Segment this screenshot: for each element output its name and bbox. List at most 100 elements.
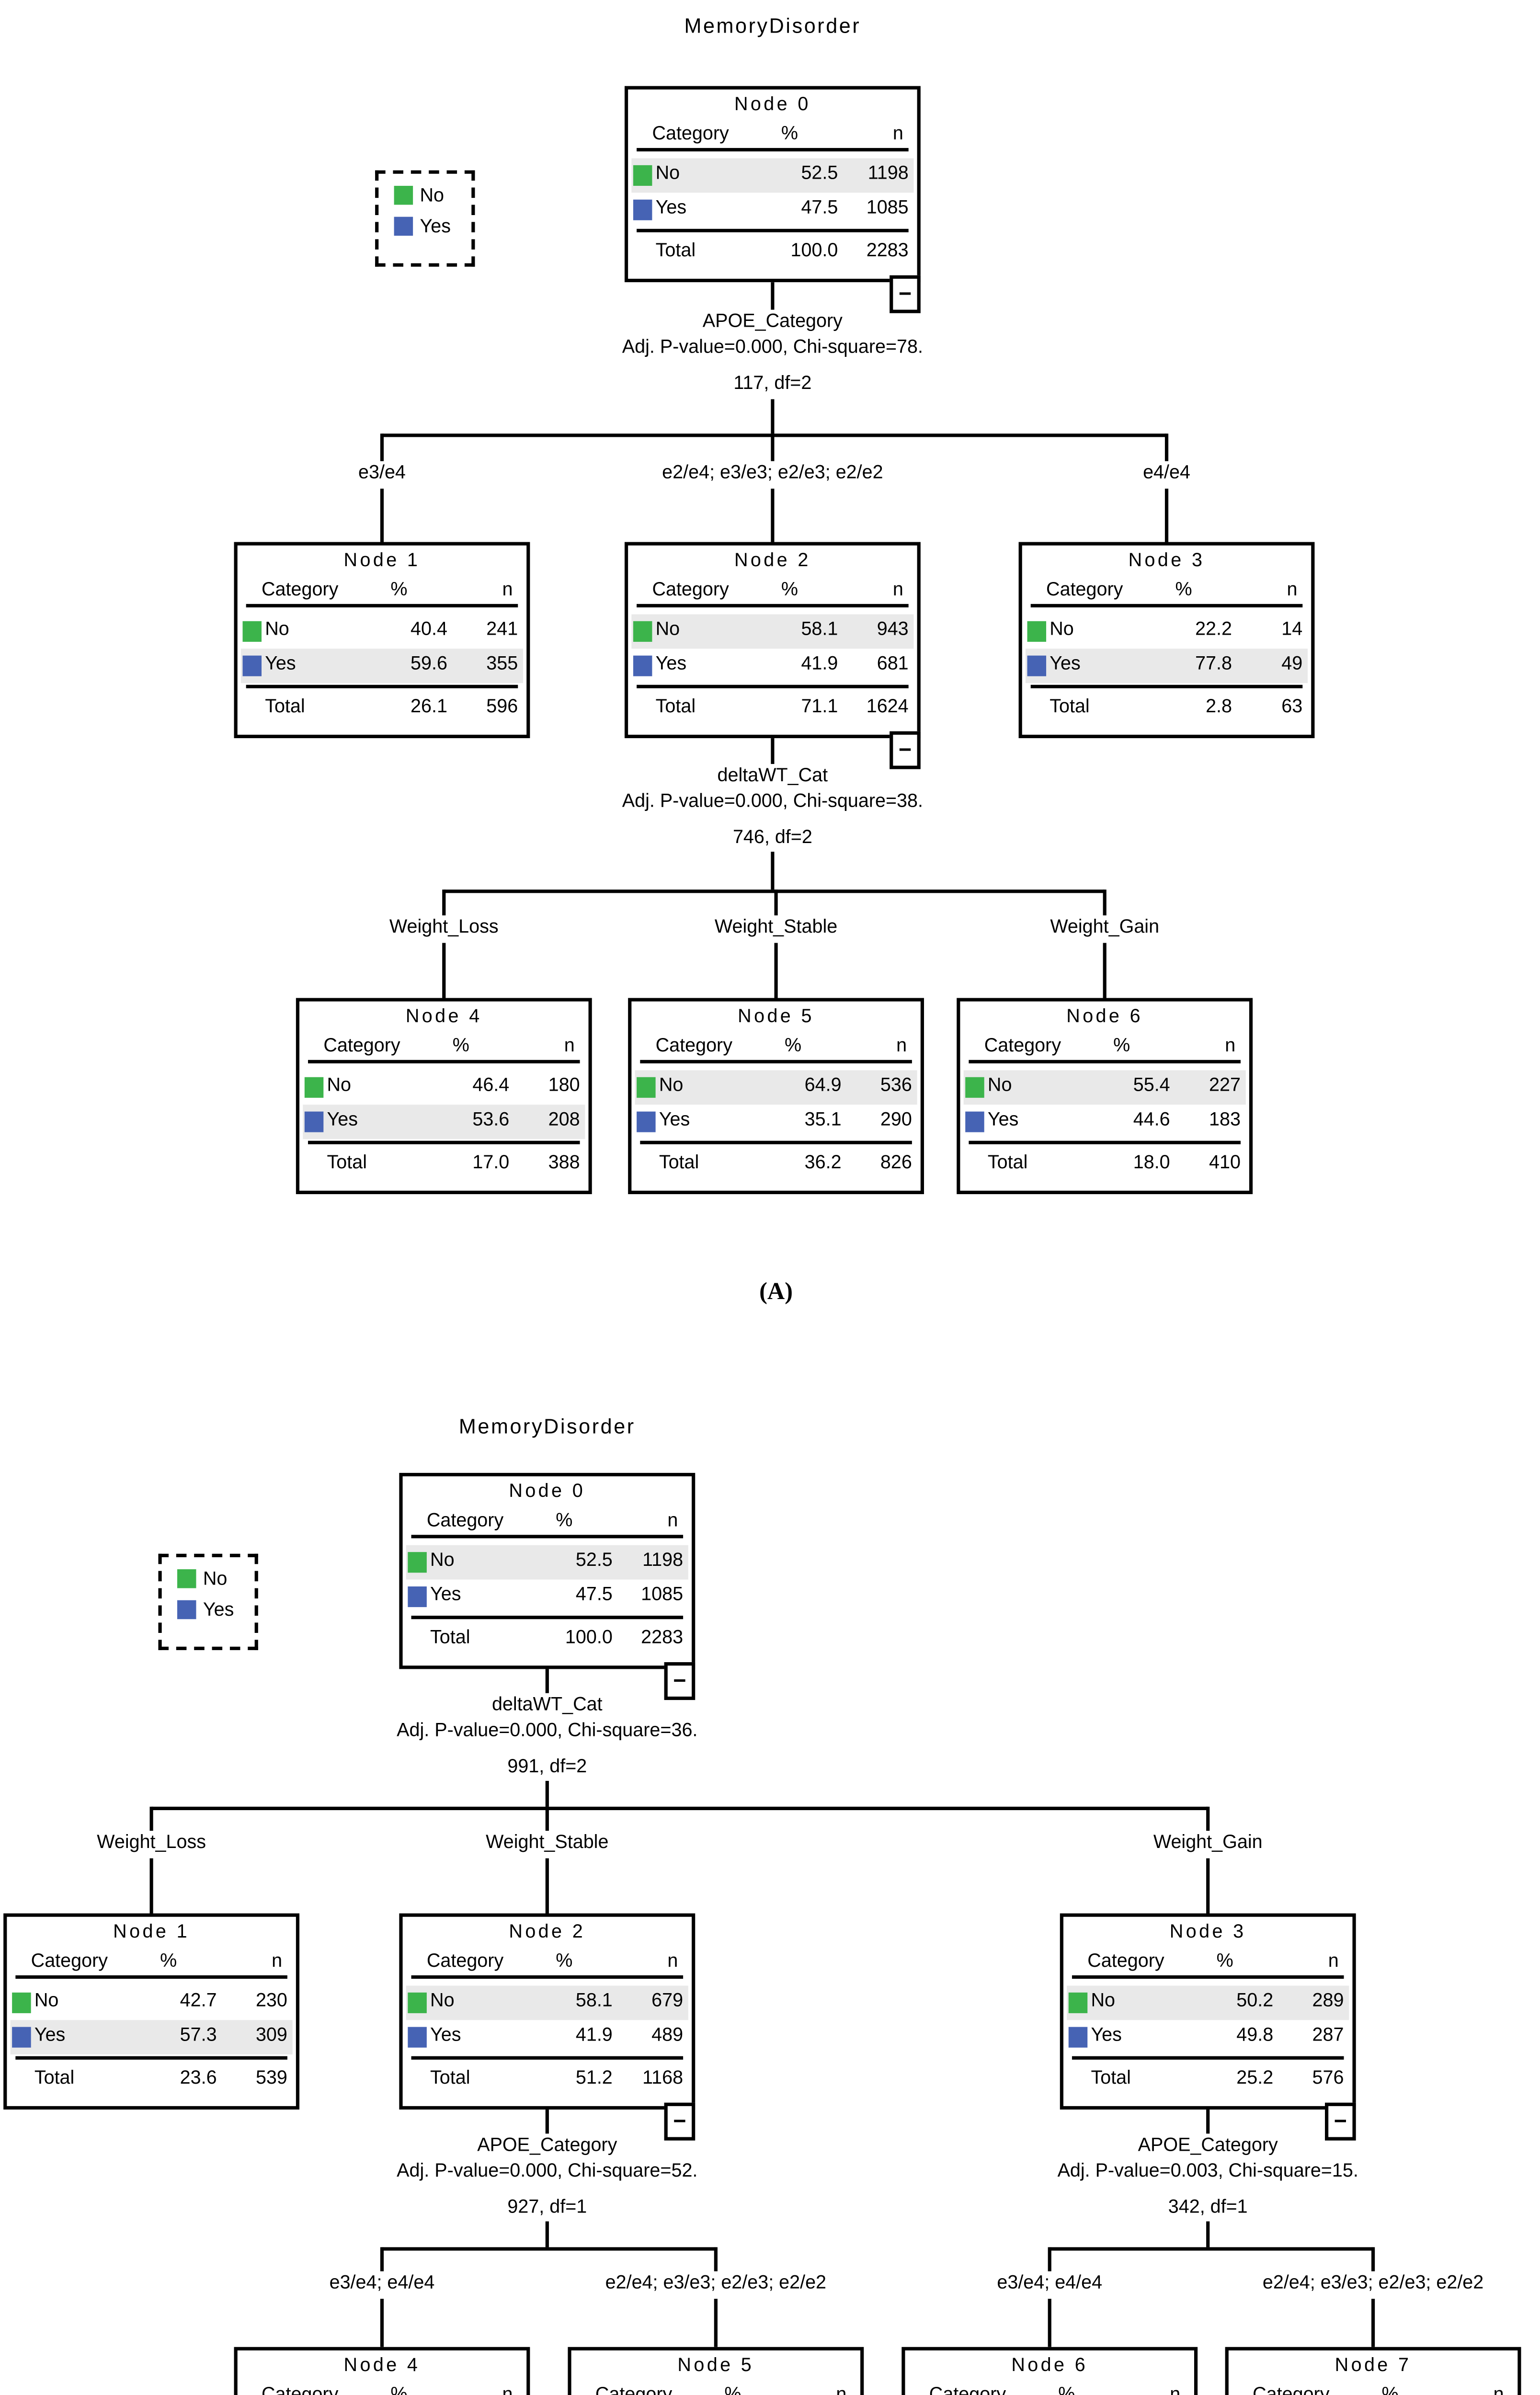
category-label: Yes (987, 1109, 1019, 1131)
branch-value-label: e2/e4; e3/e3; e2/e3; e2/e2 (1262, 2273, 1484, 2294)
node-title: Node 3 (1169, 1922, 1246, 1943)
connector-line (545, 2221, 548, 2247)
no-category-swatch-icon (637, 1077, 656, 1098)
connector-line (1206, 1806, 1209, 1831)
node-table-header: Category % n (308, 1036, 580, 1063)
connector-line (1206, 1858, 1209, 1914)
category-count: 287 (1312, 2025, 1344, 2046)
category-label: No (34, 1991, 59, 2012)
node-title: Node 7 (1335, 2355, 1412, 2376)
node-category-row: No 42.7 230 (11, 1985, 293, 2020)
connector-line (1206, 2221, 1209, 2247)
node-category-row: Yes 57.3 309 (10, 2020, 293, 2055)
total-label: Total (655, 240, 696, 262)
category-percent: 35.1 (804, 1109, 842, 1131)
collapse-toggle-icon[interactable]: − (890, 731, 921, 769)
header-category: Category (929, 2385, 1006, 2395)
total-label: Total (265, 696, 305, 718)
node-box-B-node-4: Node 4 Category % n No 41.8 143 Yes 58.2… (234, 2347, 530, 2395)
legend-item-no: No (394, 185, 472, 217)
node-category-row: No 52.5 1198 (406, 1545, 688, 1580)
category-count: 943 (877, 619, 909, 640)
header-percent: % (724, 2385, 741, 2395)
category-count: 1085 (641, 1585, 684, 1606)
divider (15, 2056, 287, 2060)
category-label: Yes (430, 1585, 461, 1606)
yes-category-swatch-icon (1027, 655, 1047, 676)
yes-category-swatch-icon (304, 1111, 324, 1132)
category-count: 49 (1281, 654, 1303, 675)
total-label: Total (430, 1628, 470, 1649)
no-category-swatch-icon (965, 1077, 984, 1098)
total-percent: 2.8 (1206, 696, 1232, 718)
node-total-row: Total 17.0 388 (303, 1148, 585, 1182)
total-count: 63 (1281, 696, 1303, 718)
category-count: 208 (548, 1109, 580, 1131)
header-n: n (1494, 2385, 1504, 2395)
yes-category-swatch-icon (242, 655, 262, 676)
category-percent: 47.5 (801, 198, 838, 219)
header-percent: % (452, 1036, 469, 1057)
category-label: No (1049, 619, 1074, 640)
node-title: Node 6 (1066, 1006, 1143, 1027)
connector-line (380, 2247, 383, 2271)
category-label: No (987, 1075, 1012, 1096)
node-category-row: Yes 59.6 355 (240, 649, 524, 684)
total-percent: 17.0 (472, 1152, 510, 1174)
node-title: Node 1 (113, 1922, 190, 1943)
node-box-A-node-6: Node 6 Category % n No 55.4 227 Yes 44.6… (957, 998, 1253, 1194)
node-category-row: No 50.2 289 (1067, 1985, 1349, 2020)
collapse-toggle-icon[interactable]: − (890, 275, 921, 313)
header-percent: % (556, 1510, 573, 1532)
connector-line (774, 943, 777, 998)
node-title: Node 6 (1011, 2355, 1088, 2376)
category-label: Yes (327, 1109, 358, 1131)
node-box-B-node-6: Node 6 Category % n No 37.3 62 Yes 62.7 … (901, 2347, 1198, 2395)
category-percent: 53.6 (472, 1109, 510, 1131)
legend-label-yes: Yes (420, 217, 451, 238)
yes-category-swatch-icon (408, 2027, 427, 2048)
category-percent: 40.4 (411, 619, 447, 640)
header-percent: % (781, 124, 798, 145)
node-title: Node 5 (738, 1006, 814, 1027)
node-table-header: Category % n (1030, 580, 1303, 608)
node-total-row: Total 36.2 826 (635, 1148, 917, 1182)
connector-line (771, 399, 774, 434)
header-n: n (502, 2385, 513, 2395)
total-count: 826 (880, 1152, 912, 1174)
header-category: Category (652, 124, 729, 145)
category-count: 289 (1312, 1991, 1344, 2012)
yes-category-swatch-icon (12, 2027, 31, 2048)
connector-line (1048, 2247, 1051, 2271)
no-category-swatch-icon (304, 1077, 324, 1098)
connector-line (1103, 943, 1106, 998)
category-count: 14 (1281, 619, 1303, 640)
header-n: n (836, 2385, 846, 2395)
collapse-toggle-icon[interactable]: − (664, 2102, 696, 2141)
split-statistics-line: Adj. P-value=0.000, Chi-square=78. (622, 337, 923, 358)
no-category-swatch-icon (177, 1569, 196, 1588)
header-n: n (272, 1951, 283, 1972)
total-label: Total (430, 2068, 470, 2089)
category-percent: 42.7 (180, 1991, 217, 2012)
header-n: n (892, 580, 903, 601)
yes-category-swatch-icon (633, 199, 652, 220)
legend-item-yes: Yes (177, 1600, 255, 1631)
header-category: Category (1253, 2385, 1329, 2395)
tree-a-dependent-variable-title: MemoryDisorder (684, 13, 861, 38)
branch-value-label: e3/e4 (358, 463, 406, 484)
total-label: Total (987, 1152, 1028, 1174)
total-count: 596 (486, 696, 518, 718)
connector-line (771, 852, 774, 890)
divider (1072, 2056, 1344, 2060)
connector-line (774, 890, 777, 916)
collapse-toggle-icon[interactable]: − (664, 1662, 696, 1700)
total-percent: 25.2 (1236, 2068, 1274, 2089)
split-variable-name: deltaWT_Cat (491, 1695, 603, 1716)
split-statistics-line: Adj. P-value=0.003, Chi-square=15. (1057, 2161, 1358, 2182)
node-category-row: No 40.4 241 (241, 614, 523, 649)
collapse-toggle-icon[interactable]: − (1324, 2102, 1356, 2141)
node-category-row: Yes 49.8 287 (1067, 2020, 1349, 2054)
